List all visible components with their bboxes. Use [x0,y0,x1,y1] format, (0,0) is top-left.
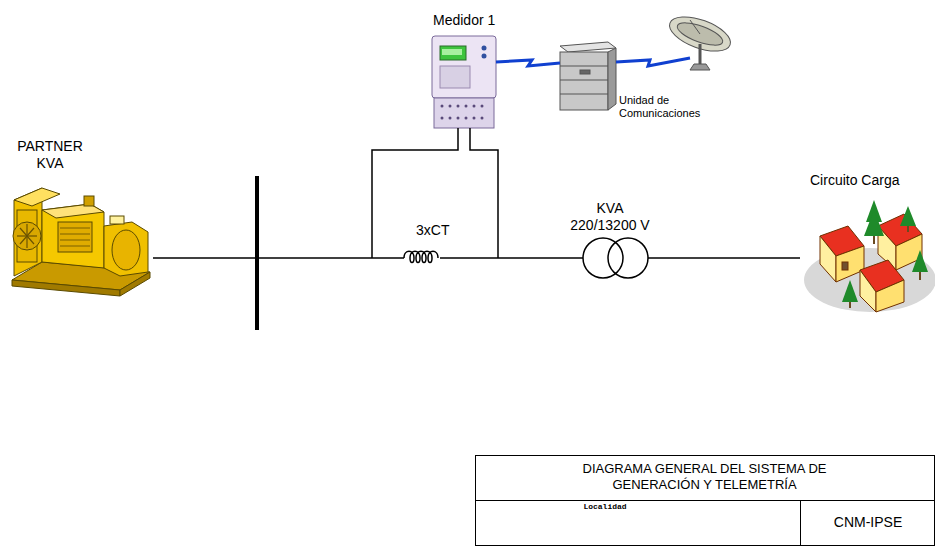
node-label: Unidad de Comunicaciones [619,94,719,120]
bus-bar [255,176,259,330]
meter-icon [432,36,496,128]
radio-link [616,58,690,66]
data-link [496,60,560,66]
power-wire [372,128,458,258]
ct-symbol [372,251,498,262]
houses-icon [804,200,935,312]
ct-node: 3xCT [372,222,498,262]
transformer-node: KVA 220/13200 V [555,200,665,282]
node-label: 3xCT [416,222,476,239]
field-label: Localidad [560,502,650,512]
meter-node: Medidor 1 [425,12,505,132]
comm-unit-icon [560,42,616,110]
generator-icon [12,188,150,296]
title-block [475,456,935,546]
power-wire [470,128,498,258]
generator-node: PARTNER KVA [8,138,153,298]
code-label: CNM-IPSE [806,514,930,531]
power-wire [665,257,800,259]
node-label: PARTNER KVA [8,138,92,172]
diagram-title: DIAGRAMA GENERAL DEL SISTEMA DE GENERACI… [582,461,827,492]
node-label: Medidor 1 [433,12,505,29]
power-wire [498,257,555,259]
node-label: KVA 220/13200 V [565,200,655,234]
comm-unit-node: Unidad de Comunicaciones [555,42,740,132]
antenna-dish [665,10,735,70]
power-wire [153,257,372,259]
transformer-symbol [555,238,665,278]
load-node: Circuito Carga [800,172,932,312]
node-label: Circuito Carga [810,172,930,189]
